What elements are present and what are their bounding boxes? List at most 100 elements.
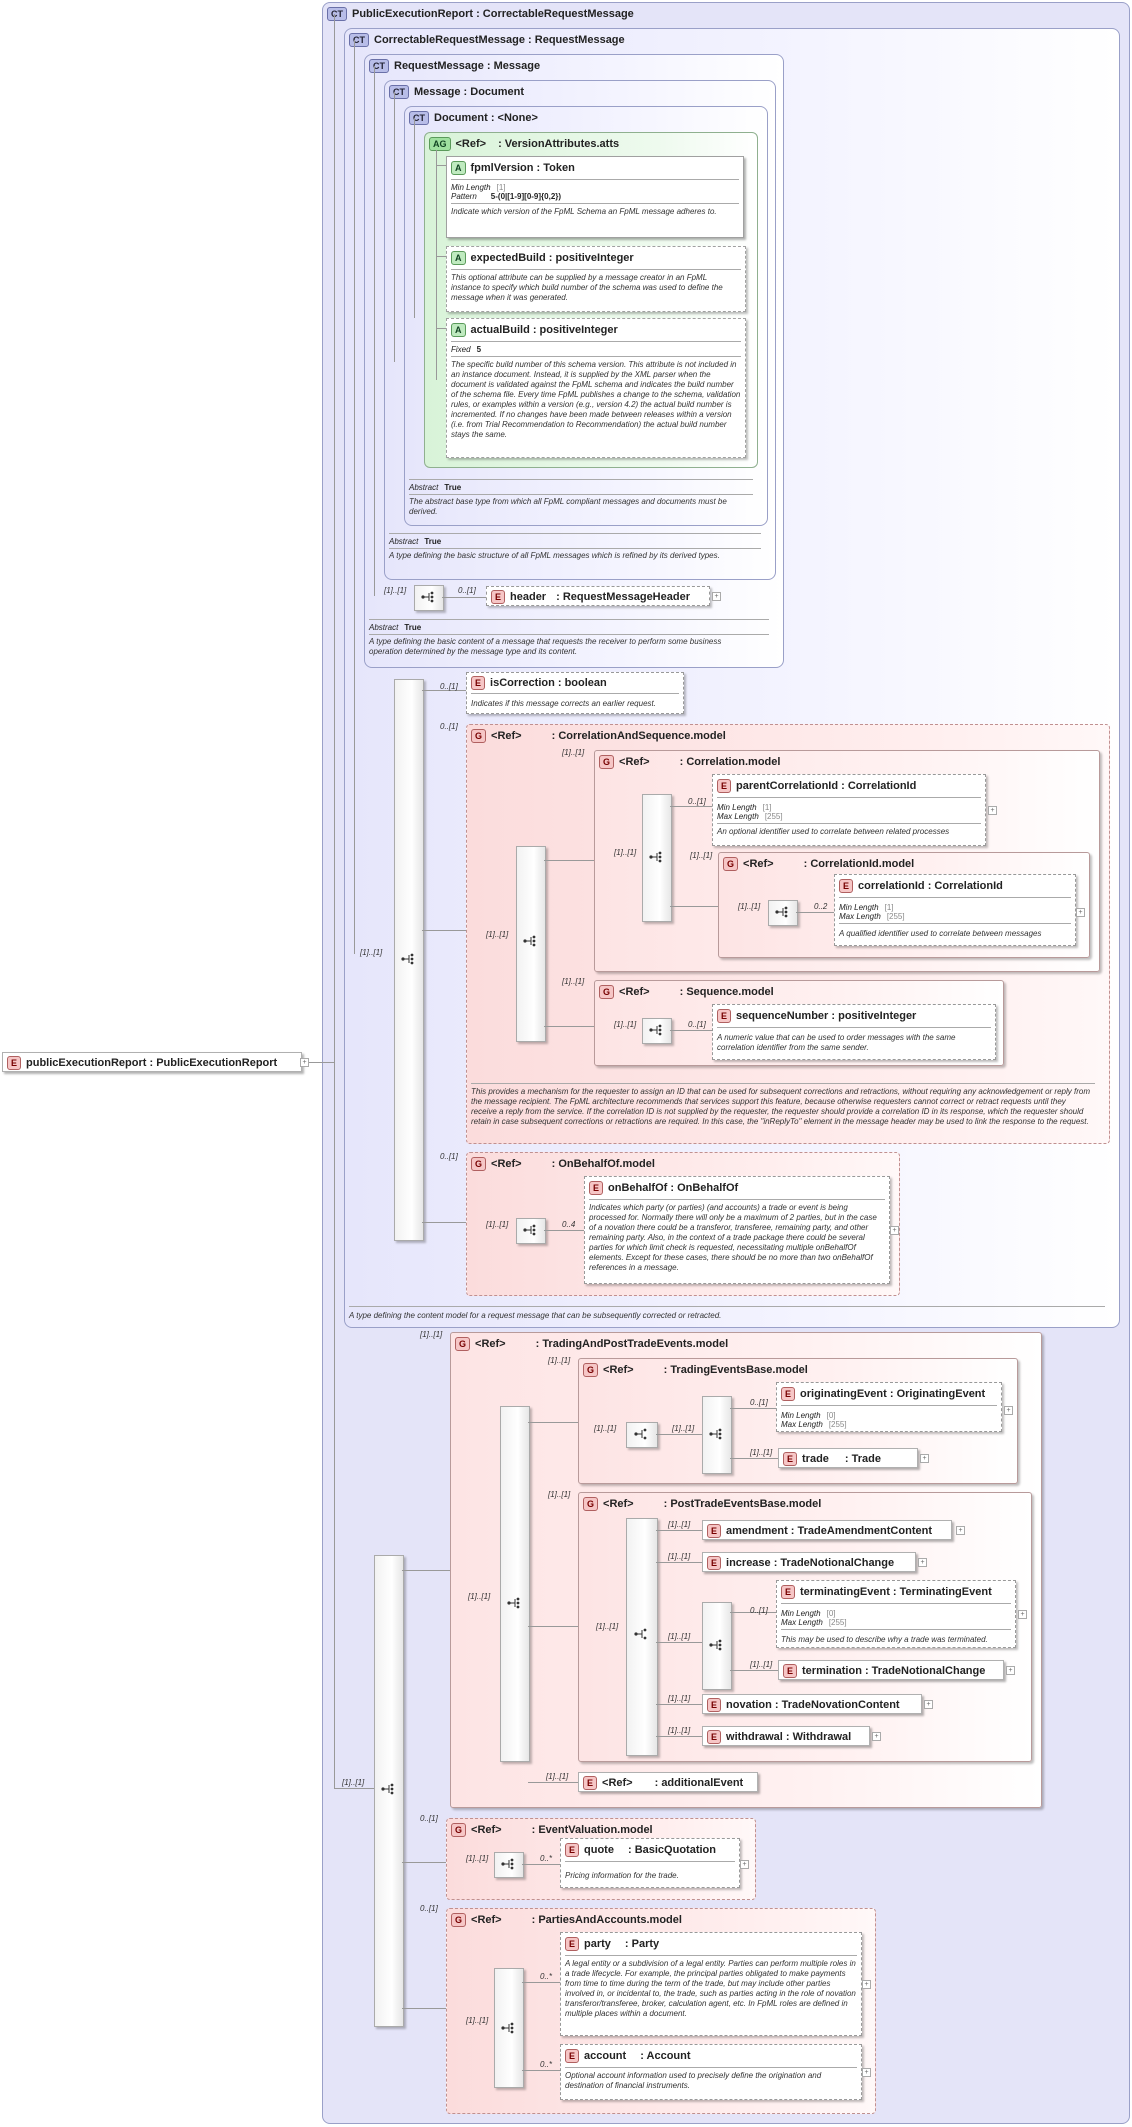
- expand-plus-icon[interactable]: +: [1006, 1666, 1015, 1675]
- sequence-compositor[interactable]: [414, 585, 444, 611]
- element-title: originatingEvent : OriginatingEvent: [800, 1387, 986, 1400]
- cardinality: 0..[1]: [750, 1606, 768, 1615]
- ct-message-title: Message : Document: [414, 85, 525, 98]
- element-icon: E: [717, 779, 732, 793]
- prop-value: [255]: [828, 1420, 847, 1429]
- prop-value: [255]: [886, 912, 905, 921]
- ct-document-title: Document : <None>: [434, 111, 538, 124]
- expand-plus-icon[interactable]: +: [712, 592, 721, 601]
- element-title: withdrawal : Withdrawal: [726, 1730, 852, 1743]
- group-ref: <Ref>: [603, 1363, 634, 1376]
- cardinality: [1]..[1]: [668, 1632, 691, 1641]
- element-name: trade: [802, 1452, 829, 1465]
- element-additional-event[interactable]: E<Ref>: additionalEvent: [578, 1772, 758, 1792]
- choice-compositor-icon: [634, 1628, 647, 1640]
- element-icon: E: [839, 879, 854, 893]
- abstract-value: True: [404, 623, 422, 632]
- sequence-compositor-icon: [401, 953, 414, 965]
- element-title: isCorrection : boolean: [490, 676, 607, 689]
- group-title: : PartiesAndAccounts.model: [531, 1913, 682, 1926]
- element-doc: Optional account information used to pre…: [565, 2071, 822, 2090]
- element-name: account: [584, 2049, 627, 2062]
- group-ref: <Ref>: [491, 1157, 522, 1170]
- element-icon: E: [707, 1730, 722, 1744]
- abstract-label: Abstract: [409, 483, 439, 492]
- sequence-compositor[interactable]: [500, 1406, 530, 1762]
- cardinality: [1]..[1]: [750, 1448, 773, 1457]
- group-title: : TradingEventsBase.model: [663, 1363, 808, 1376]
- cardinality: [1]..[1]: [548, 1490, 571, 1499]
- expand-plus-icon[interactable]: +: [1076, 908, 1085, 917]
- group-title: : EventValuation.model: [531, 1823, 653, 1836]
- element-doc: Pricing information for the trade.: [565, 1871, 679, 1880]
- expand-plus-icon[interactable]: +: [1018, 1610, 1027, 1619]
- cardinality: [1]..[1]: [668, 1520, 691, 1529]
- cardinality: 0..[1]: [440, 722, 458, 731]
- choice-compositor-icon: [507, 1597, 520, 1609]
- element-title: novation : TradeNovationContent: [726, 1698, 900, 1711]
- group-icon: G: [723, 857, 739, 871]
- expand-plus-icon[interactable]: +: [918, 1558, 927, 1567]
- expand-plus-icon[interactable]: +: [300, 1058, 309, 1067]
- cardinality: [1]..[1]: [546, 1772, 569, 1781]
- expand-plus-icon[interactable]: +: [920, 1454, 929, 1463]
- prop-label: Max Length: [781, 1618, 823, 1627]
- expand-plus-icon[interactable]: +: [862, 1980, 871, 1989]
- prop-value: [255]: [828, 1618, 847, 1627]
- element-icon: E: [781, 1387, 796, 1401]
- expand-plus-icon[interactable]: +: [924, 1700, 933, 1709]
- element-doc: Indicates which party (or parties) (and …: [589, 1203, 877, 1272]
- expand-plus-icon[interactable]: +: [740, 1860, 749, 1869]
- cardinality: [1]..[1]: [738, 902, 761, 911]
- expand-plus-icon[interactable]: +: [1004, 1406, 1013, 1415]
- element-icon: E: [707, 1524, 722, 1538]
- element-title: onBehalfOf : OnBehalfOf: [608, 1181, 739, 1194]
- expand-plus-icon[interactable]: +: [872, 1732, 881, 1741]
- attr-actual-title: actualBuild : positiveInteger: [470, 323, 618, 336]
- element-icon: E: [707, 1698, 722, 1712]
- sequence-compositor[interactable]: [494, 1852, 524, 1878]
- element-icon: E: [7, 1056, 22, 1070]
- abstract-value: True: [424, 537, 442, 546]
- element-type: : Party: [624, 1937, 660, 1950]
- element-title: termination : TradeNotionalChange: [802, 1664, 986, 1677]
- expand-plus-icon[interactable]: +: [956, 1526, 965, 1535]
- sequence-compositor-icon: [709, 1428, 722, 1440]
- expand-plus-icon[interactable]: +: [862, 2068, 871, 2077]
- complex-type-icon: CT: [389, 85, 409, 99]
- cardinality: [1]..[1]: [614, 1020, 637, 1029]
- element-title: terminatingEvent : TerminatingEvent: [800, 1585, 992, 1598]
- prop-label: Max Length: [781, 1420, 823, 1429]
- ct-request-title: RequestMessage : Message: [394, 59, 541, 72]
- sequence-compositor[interactable]: [374, 1555, 404, 2027]
- cardinality: [1]..[1]: [690, 851, 713, 860]
- element-type: : Trade: [844, 1452, 881, 1465]
- element-icon: E: [717, 1009, 732, 1023]
- element-title: sequenceNumber : positiveInteger: [736, 1009, 917, 1022]
- prop-value: [255]: [764, 812, 783, 821]
- expand-plus-icon[interactable]: +: [890, 1226, 899, 1235]
- expand-plus-icon[interactable]: +: [988, 806, 997, 815]
- sequence-compositor-icon: [421, 591, 434, 603]
